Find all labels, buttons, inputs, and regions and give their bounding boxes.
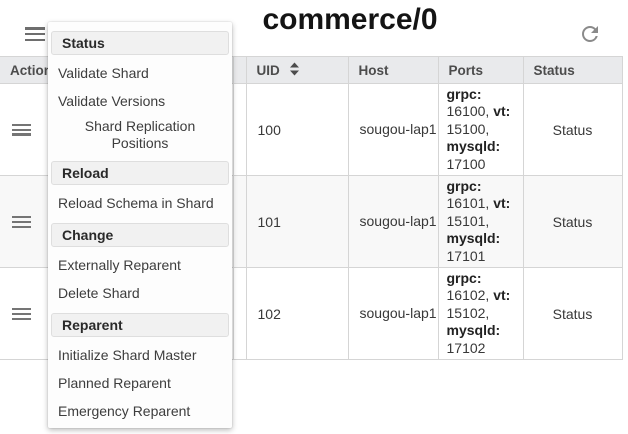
menu-item-initialize-shard-master[interactable]: Initialize Shard Master	[58, 347, 197, 363]
blank-cell	[232, 267, 246, 361]
nav-menu-button[interactable]	[25, 27, 47, 42]
row-actions-button[interactable]	[12, 123, 32, 136]
row-actions-button[interactable]	[12, 215, 32, 228]
menu-section-header-change: Change	[51, 223, 229, 247]
row-actions-button[interactable]	[12, 307, 32, 320]
status-cell[interactable]: Status	[522, 267, 622, 361]
port-label: grpc:	[446, 178, 482, 195]
menu-item-reload-schema-in-shard[interactable]: Reload Schema in Shard	[58, 195, 214, 211]
port-label: vt:	[493, 287, 511, 304]
menu-section-header-reparent: Reparent	[51, 313, 229, 337]
refresh-icon	[582, 25, 598, 42]
menu-item-delete-shard[interactable]: Delete Shard	[58, 285, 140, 301]
host-cell: sougou-lap1	[347, 175, 438, 269]
port-value: 15102,	[446, 304, 490, 321]
col-header-ports: Ports	[437, 56, 523, 84]
ports-cell: grpc: 16101, vt: 15101, mysqld: 17101	[437, 175, 523, 269]
port-label: mysqld:	[446, 138, 501, 155]
hamburger-icon	[25, 27, 45, 30]
hamburger-icon	[12, 215, 31, 218]
menu-item-validate-versions[interactable]: Validate Versions	[58, 93, 166, 109]
col-header-blank	[232, 56, 246, 84]
port-label: mysqld:	[446, 230, 501, 247]
menu-section-header-reload: Reload	[51, 161, 229, 185]
port-value: 16100,	[446, 103, 490, 120]
port-value: 17102	[446, 339, 486, 356]
blank-cell	[232, 83, 246, 177]
port-value: 17100	[446, 155, 486, 172]
menu-item-emergency-reparent[interactable]: Emergency Reparent	[58, 403, 191, 419]
port-label: grpc:	[446, 270, 482, 287]
menu-section-header-status: Status	[51, 31, 229, 55]
port-value: 15100,	[446, 120, 490, 137]
page-title: commerce/0	[262, 3, 438, 36]
host-cell: sougou-lap1	[347, 267, 438, 361]
port-label: vt:	[493, 103, 511, 120]
shard-actions-menu: Status Validate Shard Validate Versions …	[48, 22, 232, 428]
menu-item-validate-shard[interactable]: Validate Shard	[58, 65, 149, 81]
status-cell[interactable]: Status	[522, 83, 622, 177]
port-value: 17101	[446, 247, 486, 264]
uid-cell: 102	[245, 267, 348, 361]
port-label: grpc:	[446, 86, 482, 102]
uid-cell: 101	[245, 175, 348, 269]
col-header-status: Status	[522, 56, 622, 84]
port-value: 15101,	[446, 212, 490, 229]
host-cell: sougou-lap1	[347, 83, 438, 177]
port-value: 16102,	[446, 287, 490, 304]
port-value: 16101,	[446, 195, 490, 212]
blank-cell	[232, 175, 246, 269]
hamburger-icon	[12, 123, 31, 126]
menu-item-externally-reparent[interactable]: Externally Reparent	[58, 257, 181, 273]
ports-cell: grpc: 16102, vt: 15102, mysqld: 17102	[437, 267, 523, 361]
col-header-host: Host	[347, 56, 438, 84]
menu-item-shard-replication-positions[interactable]: Shard Replication Positions	[84, 118, 196, 151]
port-label: vt:	[493, 195, 511, 212]
uid-cell: 100	[245, 83, 348, 177]
port-label: mysqld:	[446, 322, 501, 339]
refresh-button[interactable]	[576, 20, 604, 48]
hamburger-icon	[12, 307, 31, 310]
table-row: 101 sougou-lap1 grpc: 16101, vt: 15101, …	[0, 175, 622, 269]
col-header-uid[interactable]: UID	[245, 56, 348, 84]
menu-item-planned-reparent[interactable]: Planned Reparent	[58, 375, 171, 391]
status-cell[interactable]: Status	[522, 175, 622, 269]
sort-arrows-icon[interactable]	[289, 62, 300, 76]
ports-cell: grpc: 16100, vt: 15100, mysqld: 17100	[437, 83, 523, 177]
